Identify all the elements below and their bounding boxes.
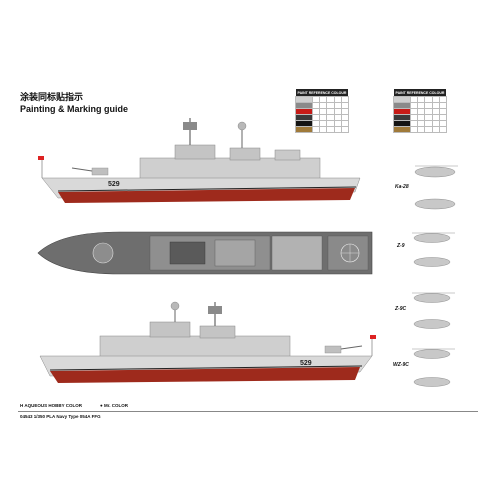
title-chinese: 涂装同标贴指示 bbox=[20, 92, 84, 102]
helicopter-ka28-top bbox=[414, 198, 456, 210]
legend-mr-color: ● Mr. COLOR bbox=[100, 403, 128, 408]
paint-reference-table-1: PAINT REFERENCE COLOUR bbox=[295, 89, 349, 133]
helicopter-label-z9c: Z-9C bbox=[395, 306, 407, 312]
helicopter-ka28-side bbox=[414, 166, 456, 178]
ship-profile-top bbox=[38, 118, 361, 203]
paint-reference-heading: PAINT REFERENCE COLOUR bbox=[393, 89, 447, 97]
paint-reference-table-2: PAINT REFERENCE COLOUR bbox=[393, 89, 447, 133]
aqueous-icon: H bbox=[20, 403, 24, 408]
helicopter-z9c-side bbox=[413, 293, 451, 303]
helicopter-wz9c-side bbox=[413, 349, 451, 359]
helicopter-label-wz9c: WZ-9C bbox=[393, 362, 409, 368]
helicopter-label-z9: Z-9 bbox=[397, 243, 405, 249]
title-english: Painting & Marking guide bbox=[20, 104, 129, 114]
helicopter-z9-side bbox=[413, 233, 451, 243]
ship-profile-bottom bbox=[39, 301, 376, 383]
footer-divider bbox=[18, 411, 478, 412]
model-info: 04543 1/350 PLA Navy Type 054A FFG bbox=[20, 414, 101, 419]
legend-aqueous: H AQUEOUS HOBBY COLOR bbox=[20, 403, 82, 408]
helicopter-z9c-top bbox=[413, 319, 451, 329]
hull-number-top: 529 bbox=[108, 181, 120, 188]
helicopter-z9-top bbox=[413, 257, 451, 267]
paint-reference-heading: PAINT REFERENCE COLOUR bbox=[295, 89, 349, 97]
hull-number-bottom: 529 bbox=[300, 360, 312, 367]
helicopter-wz9c-top bbox=[413, 377, 451, 387]
ship-deck-plan bbox=[37, 231, 373, 275]
aqueous-label: AQUEOUS HOBBY COLOR bbox=[24, 403, 83, 408]
helicopter-label-ka28: Ka-28 bbox=[395, 184, 409, 190]
helicopter-drawings bbox=[412, 165, 458, 387]
mr-color-label: Mr. COLOR bbox=[103, 403, 128, 408]
mr-color-icon: ● bbox=[100, 403, 103, 408]
